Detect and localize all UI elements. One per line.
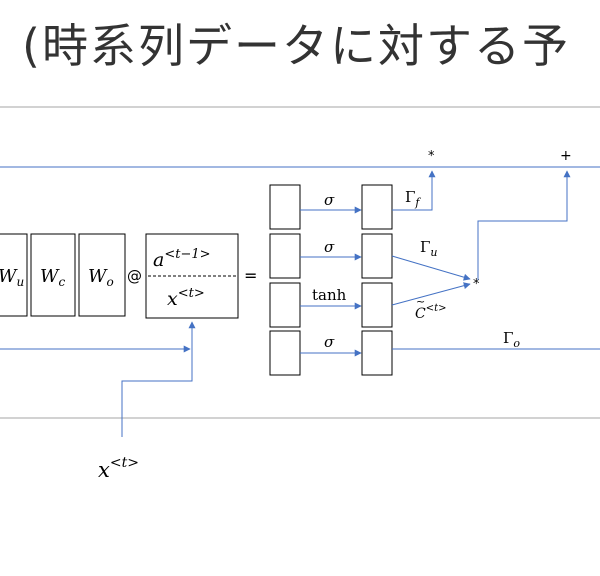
- activation-label-1: σ: [324, 191, 335, 209]
- candidate-label: C<t>: [415, 303, 447, 322]
- gate-box-candidate: [361, 282, 393, 328]
- update-gate-label: Γu: [420, 238, 438, 259]
- gate-box-forget: [361, 184, 393, 230]
- multiply-mid: *: [473, 277, 480, 292]
- x-input-arrow: [121, 321, 196, 437]
- pre-activation-box-2: [269, 233, 301, 279]
- weight-box-u: [0, 233, 28, 317]
- pre-activation-box-1: [269, 184, 301, 230]
- concat-operator: @: [127, 267, 142, 285]
- activation-label-4: σ: [324, 333, 335, 351]
- activation-label-3: tanh: [312, 286, 347, 304]
- gate-box-update: [361, 233, 393, 279]
- multiply-top: *: [428, 149, 435, 164]
- activation-label-2: σ: [324, 238, 335, 256]
- forget-gate-label: Γf: [405, 188, 421, 209]
- gate-box-output: [361, 330, 393, 376]
- bottom-input-label: x<t>: [98, 455, 139, 482]
- weight-box-o: [78, 233, 126, 317]
- add-top: +: [560, 148, 572, 164]
- input-vector-bottom: x<t>: [167, 286, 205, 310]
- slide-title: (時系列データに対する予: [22, 19, 570, 73]
- weight-box-c: [30, 233, 76, 317]
- weight-label-u: Wu: [0, 266, 24, 289]
- output-gate-label: Γo: [503, 329, 520, 350]
- input-vector-box: [145, 233, 239, 319]
- candidate-tilde: ~: [416, 295, 425, 308]
- input-vector-top: a<t−1>: [153, 247, 211, 271]
- update-product-arrow: [477, 170, 571, 280]
- weight-label-o: Wo: [88, 266, 114, 289]
- weight-label-c: Wc: [40, 266, 66, 289]
- update-gate-arrow: [391, 255, 471, 281]
- pre-activation-box-4: [269, 330, 301, 376]
- candidate-arrow: [391, 282, 471, 306]
- pre-activation-box-3: [269, 282, 301, 328]
- forget-gate-arrow: [392, 170, 436, 211]
- equals-sign: =: [244, 266, 257, 285]
